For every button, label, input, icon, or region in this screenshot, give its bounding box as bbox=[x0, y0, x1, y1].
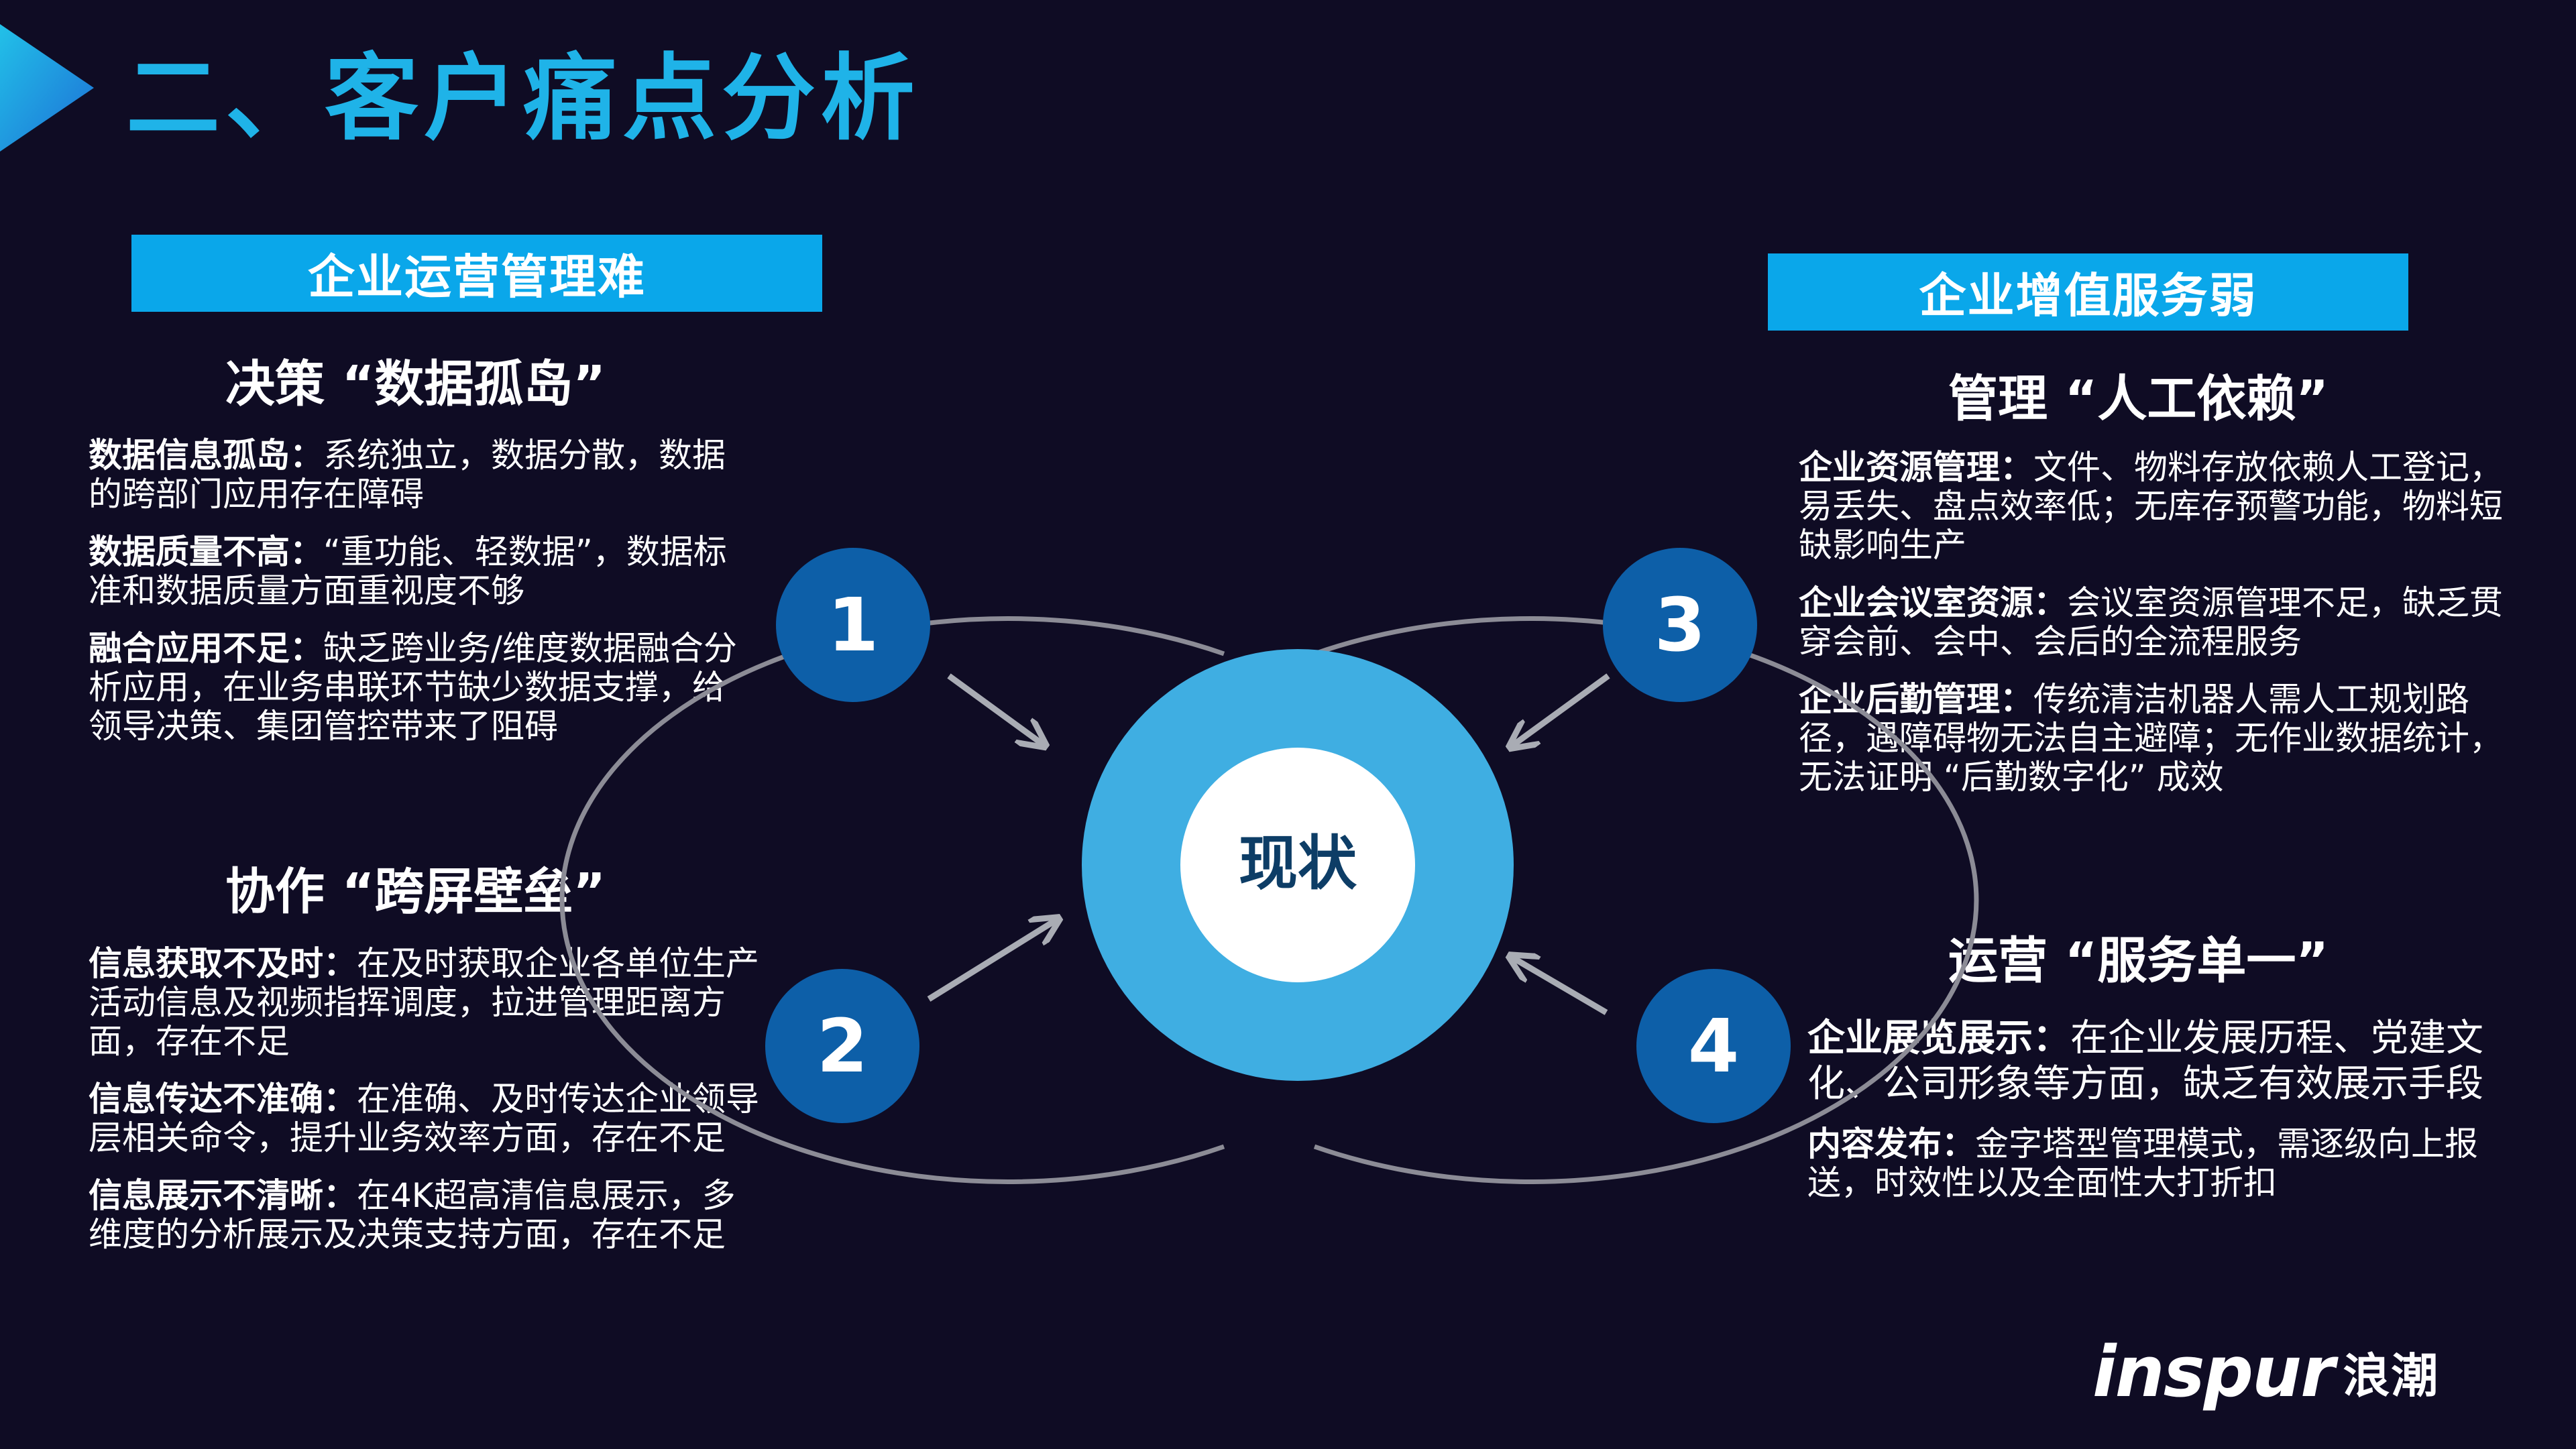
list-item: 数据质量不高：“重功能、轻数据”，数据标准和数据质量方面重视度不够 bbox=[89, 532, 752, 610]
item-key: 企业后勤管理： bbox=[1799, 680, 2033, 719]
heading-operation-single-service: 运营 “服务单一” bbox=[1948, 932, 2329, 990]
list-item: 企业资源管理：文件、物料存放依赖人工登记，易丢失、盘点效率低；无库存预警功能，物… bbox=[1799, 448, 2510, 565]
item-key: 企业展览展示： bbox=[1807, 1017, 2070, 1060]
list-item: 企业后勤管理：传统清洁机器人需人工规划路径，遇障碍物无法自主避障；无作业数据统计… bbox=[1799, 680, 2510, 797]
list-item: 融合应用不足：缺乏跨业务/维度数据融合分析应用，在业务串联环节缺少数据支撑，给领… bbox=[89, 629, 752, 746]
item-text: “重功能、轻数据”，数据标准和数据质量方面重视度不够 bbox=[89, 532, 727, 610]
item-text: 会议室资源管理不足，缺乏贯穿会前、会中、会后的全流程服务 bbox=[1799, 583, 2503, 661]
item-key: 企业资源管理： bbox=[1799, 448, 2033, 487]
center-ring-inner bbox=[1180, 748, 1415, 982]
item-text: 文件、物料存放依赖人工登记，易丢失、盘点效率低；无库存预警功能，物料短缺影响生产 bbox=[1799, 448, 2503, 565]
item-text: 在及时获取企业各单位生产活动信息及视频指挥调度，拉进管理距离方面，存在不足 bbox=[89, 944, 759, 1061]
list-item: 信息获取不及时：在及时获取企业各单位生产活动信息及视频指挥调度，拉进管理距离方面… bbox=[89, 944, 759, 1061]
node-1: 1 bbox=[776, 548, 930, 702]
arrow-4 bbox=[1512, 958, 1608, 1015]
item-key: 信息传达不准确： bbox=[89, 1080, 357, 1118]
logo-en-text: inspur bbox=[2092, 1331, 2335, 1413]
left-section-2-list: 信息获取不及时：在及时获取企业各单位生产活动信息及视频指挥调度，拉进管理距离方面… bbox=[89, 944, 759, 1273]
node-number: 3 bbox=[1655, 582, 1706, 668]
list-item: 内容发布：金字塔型管理模式，需逐级向上报送，时效性以及全面性大打折扣 bbox=[1807, 1124, 2512, 1202]
list-item: 数据信息孤岛：系统独立，数据分散，数据的跨部门应用存在障碍 bbox=[89, 436, 752, 514]
heading-management-manual-dependence: 管理 “人工依赖” bbox=[1948, 370, 2329, 428]
list-item: 企业展览展示：在企业发展历程、党建文化、公司形象等方面，缺乏有效展示手段 bbox=[1807, 1016, 2512, 1107]
item-key: 融合应用不足： bbox=[89, 629, 323, 668]
banner-value-added-service: 企业增值服务弱 bbox=[1768, 253, 2408, 331]
item-text: 系统独立，数据分散，数据的跨部门应用存在障碍 bbox=[89, 436, 726, 514]
node-4: 4 bbox=[1636, 969, 1791, 1123]
item-key: 信息展示不清晰： bbox=[89, 1176, 357, 1215]
right-section-2-list: 企业展览展示：在企业发展历程、党建文化、公司形象等方面，缺乏有效展示手段 内容发… bbox=[1807, 1016, 2512, 1221]
center-label: 现状 bbox=[1239, 829, 1357, 898]
item-key: 内容发布： bbox=[1807, 1124, 1975, 1163]
node-number: 4 bbox=[1688, 1003, 1740, 1089]
page-title: 二、客户痛点分析 bbox=[126, 44, 921, 154]
item-text: 缺乏跨业务/维度数据融合分析应用，在业务串联环节缺少数据支撑，给领导决策、集团管… bbox=[89, 629, 737, 746]
list-item: 企业会议室资源：会议室资源管理不足，缺乏贯穿会前、会中、会后的全流程服务 bbox=[1799, 583, 2510, 661]
left-section-1-list: 数据信息孤岛：系统独立，数据分散，数据的跨部门应用存在障碍 数据质量不高：“重功… bbox=[89, 436, 752, 764]
item-text: 在企业发展历程、党建文化、公司形象等方面，缺乏有效展示手段 bbox=[1807, 1017, 2483, 1106]
heading-collaboration-cross-screen: 协作 “跨屏壁垒” bbox=[225, 863, 606, 921]
corner-triangle-decoration bbox=[0, 24, 94, 152]
node-2: 2 bbox=[765, 969, 919, 1123]
item-key: 数据信息孤岛： bbox=[89, 436, 323, 475]
item-key: 企业会议室资源： bbox=[1799, 583, 2067, 622]
list-item: 信息展示不清晰：在4K超高清信息展示，多维度的分析展示及决策支持方面，存在不足 bbox=[89, 1176, 759, 1254]
node-3: 3 bbox=[1603, 548, 1757, 702]
node-number: 1 bbox=[828, 582, 879, 668]
logo-cn-text: 浪潮 bbox=[2343, 1348, 2440, 1403]
list-item: 信息传达不准确：在准确、及时传达企业领导层相关命令，提升业务效率方面，存在不足 bbox=[89, 1080, 759, 1157]
item-key: 信息获取不及时： bbox=[89, 944, 357, 983]
heading-decision-data-island: 决策 “数据孤岛” bbox=[225, 355, 606, 413]
arrow-1 bbox=[947, 673, 1043, 744]
item-text: 在准确、及时传达企业领导层相关命令，提升业务效率方面，存在不足 bbox=[89, 1080, 759, 1157]
item-text: 传统清洁机器人需人工规划路径，遇障碍物无法自主避障；无作业数据统计，无法证明 “… bbox=[1799, 680, 2503, 797]
banner-operation-management: 企业运营管理难 bbox=[131, 235, 822, 312]
left-loop-arc bbox=[559, 616, 1225, 1184]
arrow-3 bbox=[1512, 673, 1610, 746]
item-key: 数据质量不高： bbox=[89, 532, 323, 571]
right-section-1-list: 企业资源管理：文件、物料存放依赖人工登记，易丢失、盘点效率低；无库存预警功能，物… bbox=[1799, 448, 2510, 815]
node-number: 2 bbox=[817, 1003, 869, 1089]
item-text: 在4K超高清信息展示，多维度的分析展示及决策支持方面，存在不足 bbox=[89, 1176, 736, 1254]
item-text: 金字塔型管理模式，需逐级向上报送，时效性以及全面性大打折扣 bbox=[1807, 1124, 2478, 1202]
arrow-2 bbox=[927, 920, 1056, 1002]
